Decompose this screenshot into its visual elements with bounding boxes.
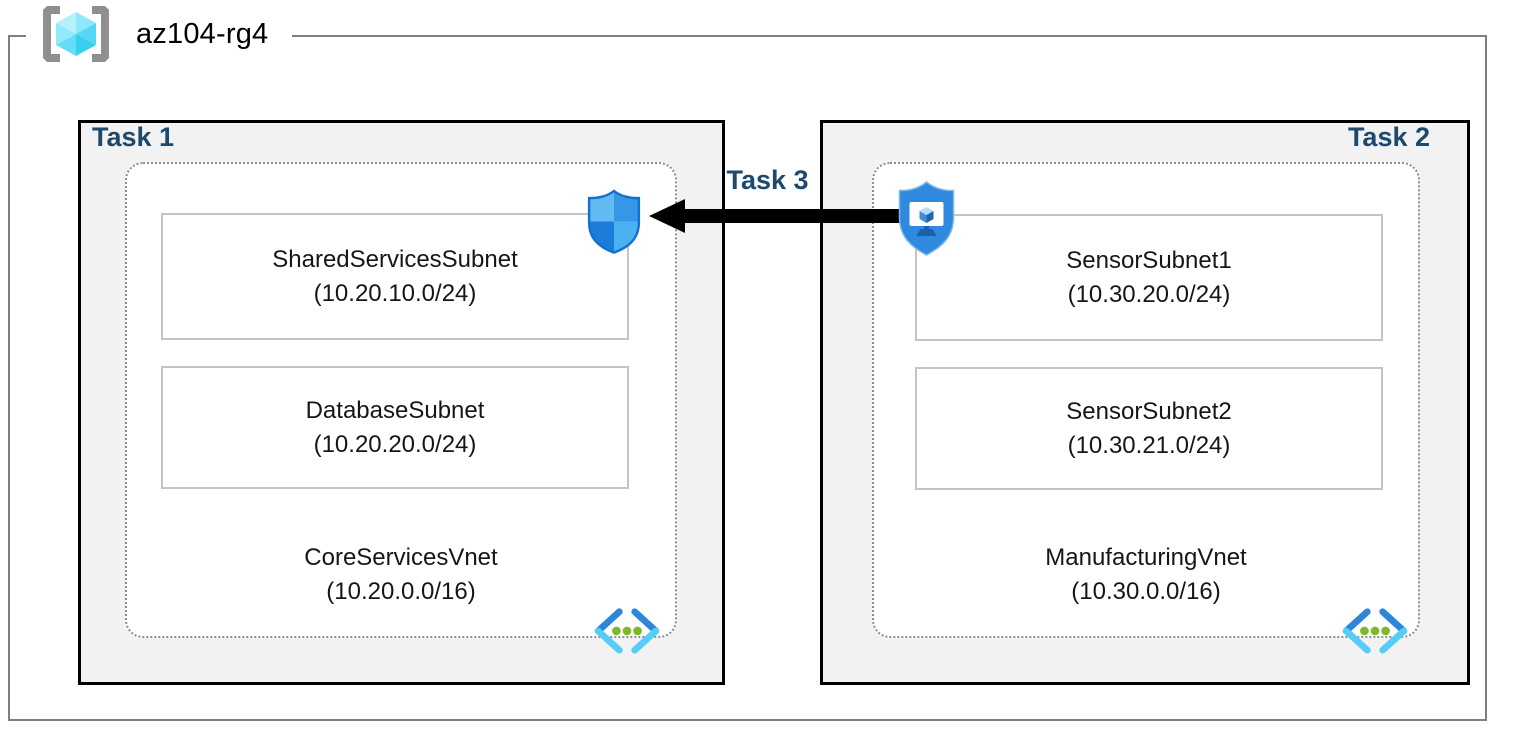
vnet-label-manufacturing: ManufacturingVnet (10.30.0.0/16) — [906, 541, 1386, 609]
subnet-sensor1: SensorSubnet1 (10.30.20.0/24) — [915, 214, 1383, 341]
vnet-cidr: (10.20.0.0/16) — [326, 578, 476, 605]
task3-label: Task 3 — [726, 165, 809, 195]
task3-arrow — [645, 196, 907, 236]
subnet-sharedservices: SharedServicesSubnet (10.20.10.0/24) — [161, 213, 629, 340]
application-security-group-icon — [895, 179, 958, 259]
subnet-sensor2: SensorSubnet2 (10.30.21.0/24) — [915, 367, 1383, 490]
resource-group-icon — [34, 5, 118, 63]
subnet-cidr: (10.20.20.0/24) — [313, 430, 477, 458]
resource-group-legend: az104-rg4 — [26, 3, 293, 65]
virtual-network-icon — [590, 605, 664, 655]
subnet-name: SharedServicesSubnet — [272, 245, 518, 273]
subnet-cidr: (10.30.20.0/24) — [1067, 280, 1231, 308]
subnet-cidr: (10.20.10.0/24) — [313, 279, 477, 307]
vnet-name: ManufacturingVnet — [1045, 544, 1247, 571]
resource-group-name: az104-rg4 — [136, 17, 269, 50]
subnet-cidr: (10.30.21.0/24) — [1067, 431, 1231, 459]
subnet-name: SensorSubnet1 — [1066, 246, 1232, 274]
vnet-label-coreservices: CoreServicesVnet (10.20.0.0/16) — [161, 541, 641, 609]
task2-label: Task 2 — [1347, 122, 1430, 152]
virtual-network-icon — [1338, 605, 1412, 655]
task1-label: Task 1 — [92, 122, 175, 152]
subnet-database: DatabaseSubnet (10.20.20.0/24) — [161, 366, 629, 489]
network-security-group-icon — [585, 188, 643, 255]
vnet-cidr: (10.30.0.0/16) — [1071, 578, 1221, 605]
subnet-name: DatabaseSubnet — [305, 396, 485, 424]
subnet-name: SensorSubnet2 — [1066, 397, 1232, 425]
vnet-name: CoreServicesVnet — [304, 544, 498, 571]
